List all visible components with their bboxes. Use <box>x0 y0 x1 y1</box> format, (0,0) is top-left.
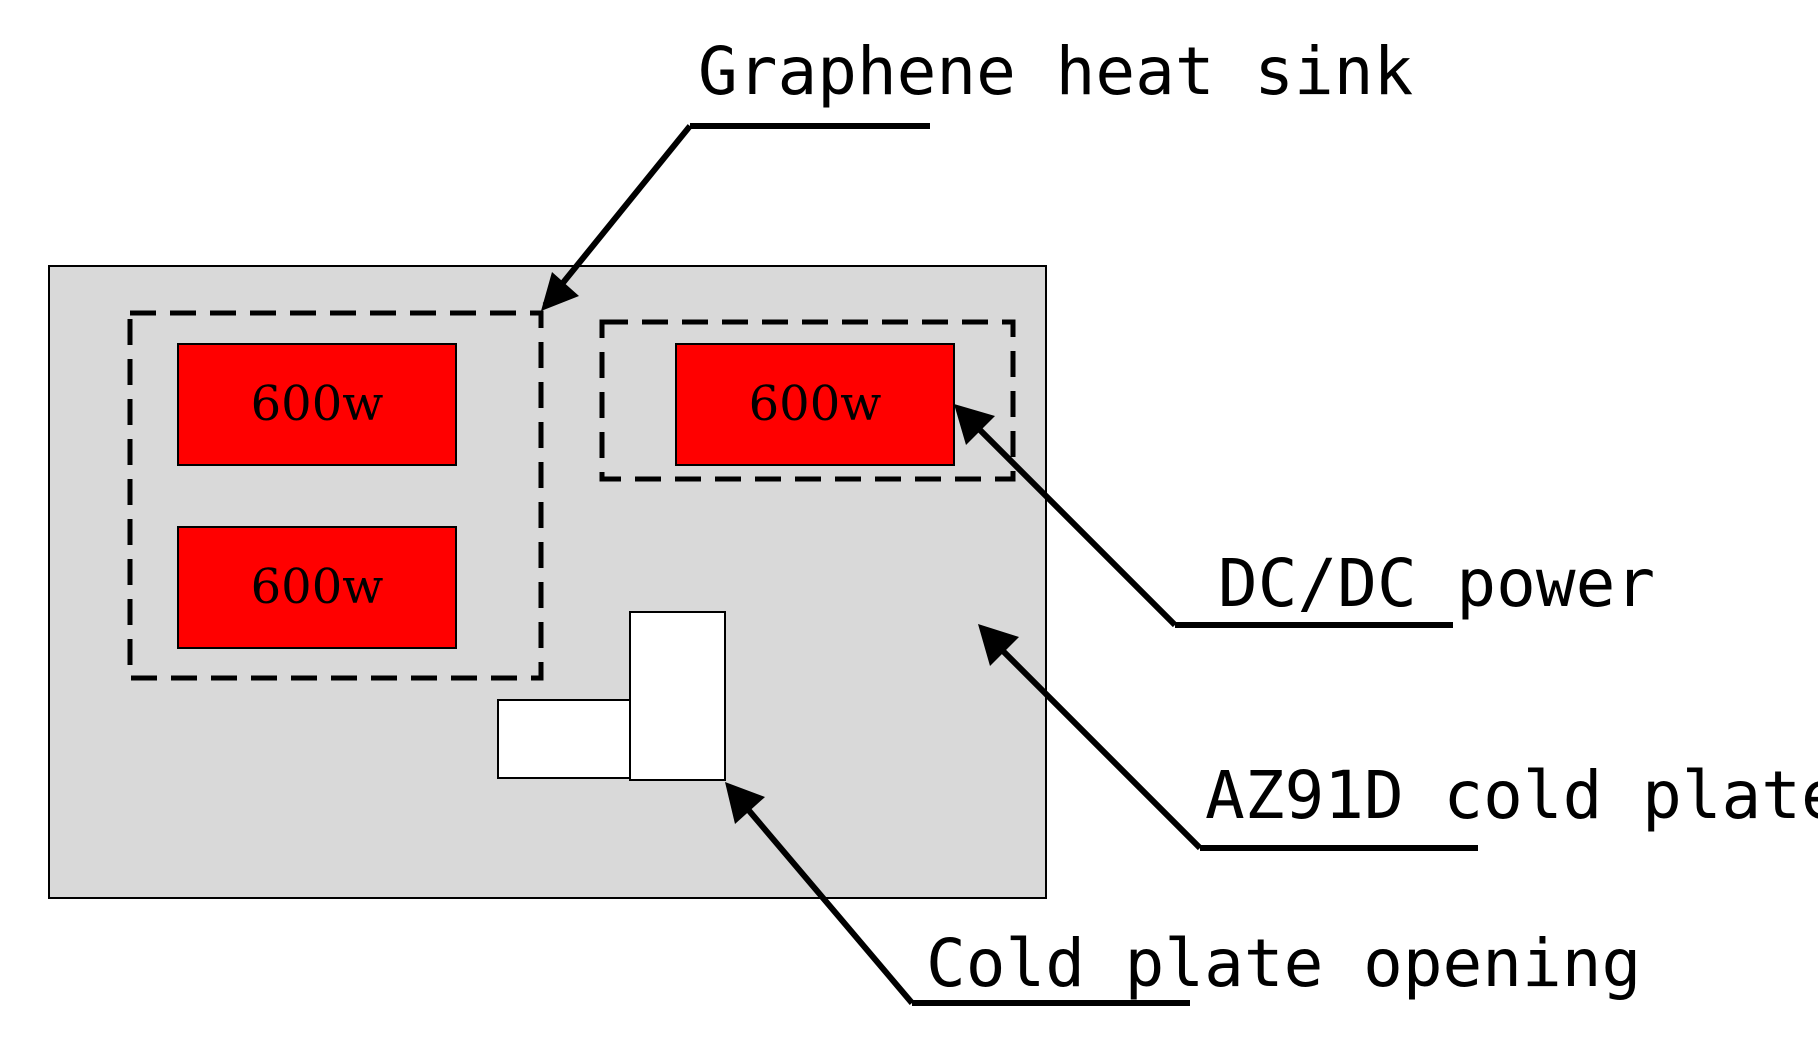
graphene-label: Graphene heat sink <box>698 33 1413 110</box>
graphene-callout: Graphene heat sink <box>541 33 1413 311</box>
opening-vertical-part <box>629 611 726 781</box>
cold-plate-callout: AZ91D cold plate <box>978 624 1818 851</box>
cold-plate-label: AZ91D cold plate <box>1205 757 1818 834</box>
graphene-heat-sink-region <box>127 310 544 681</box>
chip-2-body <box>177 526 457 649</box>
cold-plate-arrow <box>989 637 1203 851</box>
dcdc-arrow <box>965 415 1178 628</box>
opening-callout: Cold plate opening <box>725 782 1641 1006</box>
chip-2-label: 600w <box>251 559 384 615</box>
opening-arrow <box>737 798 915 1005</box>
opening-arrowhead <box>725 782 765 824</box>
cold-plate-arrowhead <box>978 624 1019 666</box>
graphene-arrowhead <box>541 272 579 311</box>
opening-label: Cold plate opening <box>926 925 1641 1002</box>
dcdc-arrowhead <box>954 404 995 445</box>
chip-1-label: 600w <box>251 376 384 432</box>
chip-1-body <box>177 343 457 466</box>
cold-plate-opening <box>497 611 726 781</box>
dcdc-power-region <box>599 319 1016 482</box>
chip-3: 600w <box>675 343 955 466</box>
chip-1: 600w <box>177 343 457 466</box>
chip-3-label: 600w <box>749 376 882 432</box>
dcdc-label: DC/DC power <box>1218 545 1655 622</box>
opening-horizontal-part <box>497 699 631 779</box>
chip-3-body <box>675 343 955 466</box>
chip-2: 600w <box>177 526 457 649</box>
graphene-arrow <box>542 124 693 307</box>
dcdc-callout: DC/DC power <box>954 404 1655 628</box>
